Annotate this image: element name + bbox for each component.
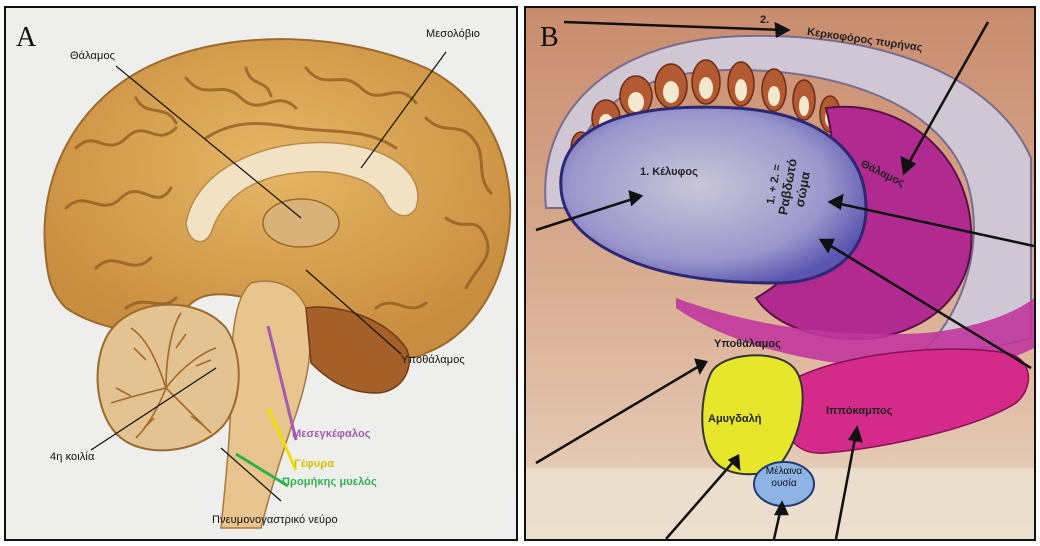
label-caudate-number: 2.: [760, 14, 769, 26]
panel-letter-a: A: [16, 22, 36, 54]
label-hypothalamus: Υποθάλαμος: [714, 338, 781, 350]
label-hypothalamus: Υποθάλαμος: [401, 354, 465, 366]
label-vagus-nerve: Πνευμονογαστρικό νεύρο: [212, 514, 338, 526]
label-substantia-nigra-line1: Μέλαινα: [754, 466, 814, 478]
label-midbrain: Μεσεγκέφαλος: [292, 428, 371, 440]
thalamus-region: [263, 199, 339, 247]
cerebellum: [98, 305, 239, 451]
label-putamen: 1. Κέλυφος: [640, 166, 698, 178]
label-thalamus: Θάλαμος: [70, 50, 115, 62]
label-substantia-nigra: Μέλαινα ουσία: [754, 466, 814, 490]
label-fourth-ventricle: 4η κοιλία: [50, 451, 94, 463]
label-pons: Γέφυρα: [294, 458, 334, 470]
panel-letter-b: B: [540, 22, 559, 54]
label-medulla: Προμήκης μυελός: [282, 476, 377, 488]
label-corpus-callosum: Μεσολόβιο: [426, 28, 480, 40]
panel-a-brain-sagittal: A Θάλαμος Μεσολόβιο Υποθάλαμος 4η κοιλία…: [4, 6, 518, 541]
label-substantia-nigra-line2: ουσία: [754, 478, 814, 490]
label-hippocampus: Ιππόκαμπος: [826, 405, 892, 417]
basal-ganglia-illustration: [526, 8, 1034, 539]
panel-b-basal-ganglia: B 2. Κερκοφόρος πυρήνας 1. Κέλυφος 1. + …: [524, 6, 1036, 541]
label-amygdala: Αμυγδαλή: [708, 413, 761, 425]
